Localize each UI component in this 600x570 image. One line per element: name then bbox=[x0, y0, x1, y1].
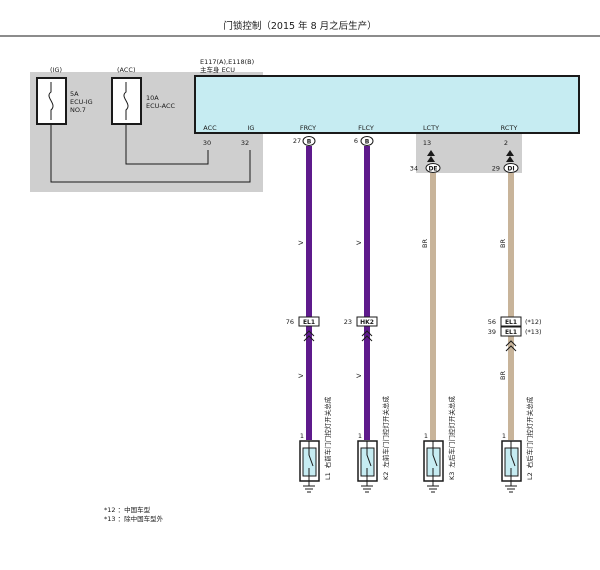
fuse-ig-rating: 5A bbox=[70, 90, 79, 98]
switch-k3-icon bbox=[432, 441, 438, 481]
ecu-name-line1: E117(A),E118(B) bbox=[200, 58, 254, 66]
wire-flcy-color-lower: V bbox=[355, 373, 363, 378]
fuse-acc-icon bbox=[123, 82, 129, 120]
splice-di-num: 29 bbox=[492, 165, 500, 173]
wire-acc-feed bbox=[125, 124, 209, 165]
ground-k2-icon bbox=[361, 481, 373, 493]
main-body-ecu bbox=[194, 75, 580, 134]
fuse-acc-rating: 10A bbox=[146, 94, 159, 102]
switch-k2-name: 左前车门门控灯开关总成 bbox=[381, 396, 390, 468]
lcty-arrow-icon bbox=[427, 150, 435, 162]
ecu-pin-rcty-label: RCTY bbox=[501, 124, 518, 132]
ground-k3-icon bbox=[427, 481, 439, 493]
switch-l1-label: L1 右前车门门控灯开关总成 bbox=[323, 396, 332, 480]
wire-rcty-color-lower: BR bbox=[499, 371, 507, 380]
ecu-pin-flcy-label: FLCY bbox=[358, 124, 374, 132]
inline-connector-el1-rcty-a bbox=[500, 316, 522, 327]
door-switch-l1: 1 L1 右前车门门控灯开关总成 bbox=[299, 396, 332, 493]
ground-l2-icon bbox=[505, 481, 517, 493]
switch-k3-name: 左后车门门控灯开关总成 bbox=[447, 396, 456, 468]
wire-frcy-color-lower: V bbox=[297, 373, 305, 378]
ecu-pin-acc-num: 30 bbox=[203, 139, 211, 147]
ecu-connector-b-flcy bbox=[360, 136, 374, 146]
wire-frcy-color-upper: V bbox=[297, 240, 305, 245]
inline-connector-el1-rcty-b-code: EL1 bbox=[505, 329, 517, 336]
wire-rcty-color-upper: BR bbox=[499, 239, 507, 248]
inline-connector-el1-rcty-a-code: EL1 bbox=[505, 319, 517, 326]
inline-chevron-rcty-icon bbox=[505, 340, 517, 352]
switch-k2-pin: 1 bbox=[358, 432, 362, 440]
fuse-ig-tag: (IG) bbox=[50, 66, 62, 74]
switch-l2-icon bbox=[510, 441, 516, 481]
ecu-connector-b-frcy-code: B bbox=[307, 139, 312, 146]
ecu-pin-flcy-num: 6 bbox=[354, 137, 358, 145]
inline-chevron-frcy-icon bbox=[303, 330, 315, 342]
inline-connector-el1-rcty-b-alt: (*13) bbox=[525, 328, 542, 336]
switch-k3-id: K3 bbox=[448, 472, 456, 480]
door-switch-k2: 1 K2 左前车门门控灯开关总成 bbox=[357, 396, 390, 493]
note-12: *12 ：中国车型 bbox=[104, 505, 151, 514]
switch-l1-id: L1 bbox=[324, 472, 332, 480]
switch-l1-pin: 1 bbox=[300, 432, 304, 440]
ecu-pin-rcty-num: 2 bbox=[504, 139, 508, 147]
ecu-pin-frcy-num: 27 bbox=[293, 137, 301, 145]
fuse-acc-name: ECU-ACC bbox=[146, 102, 175, 110]
fuse-ig-name: ECU-IG bbox=[70, 98, 93, 106]
ecu-name-line2: 主车身 ECU bbox=[200, 65, 235, 74]
splice-di bbox=[503, 163, 519, 173]
switch-k3-pin: 1 bbox=[424, 432, 428, 440]
switch-l2-label: L2 右后车门门控灯开关总成 bbox=[525, 396, 534, 480]
inline-connector-el1-frcy-num: 76 bbox=[286, 318, 294, 326]
diagram-title: 门锁控制（2015 年 8 月之后生产） bbox=[223, 20, 376, 32]
door-switch-k3: 1 K3 左后车门门控灯开关总成 bbox=[423, 396, 456, 493]
switch-k2-icon bbox=[366, 441, 372, 481]
splice-di-code: DI bbox=[507, 166, 514, 173]
fuse-ig-icon bbox=[48, 82, 54, 120]
ecu-pin-lcty-num: 13 bbox=[423, 139, 431, 147]
rcty-arrow-icon bbox=[506, 150, 514, 162]
inline-connector-el1-frcy bbox=[298, 316, 320, 327]
wire-ig-feed bbox=[50, 124, 251, 183]
fuse-acc-tag: (ACC) bbox=[117, 66, 135, 74]
inline-connector-hk2 bbox=[356, 316, 378, 327]
note-13: *13 ：除中国车型外 bbox=[104, 514, 164, 523]
ground-l1-icon bbox=[303, 481, 315, 493]
wire-lcty-color: BR bbox=[421, 239, 429, 248]
inline-connector-hk2-num: 23 bbox=[344, 318, 352, 326]
wire-flcy-color-upper: V bbox=[355, 240, 363, 245]
ecu-pin-ig-label: IG bbox=[248, 124, 255, 132]
ecu-pin-ig-num: 32 bbox=[241, 139, 249, 147]
ecu-pin-lcty-label: LCTY bbox=[423, 124, 439, 132]
ecu-pin-acc-label: ACC bbox=[203, 124, 217, 132]
switch-l1-name: 右前车门门控灯开关总成 bbox=[323, 396, 332, 468]
fuse-ig-extra: NO.7 bbox=[70, 106, 86, 114]
switch-l1-icon bbox=[308, 441, 314, 481]
switch-l2-id: L2 bbox=[526, 472, 534, 480]
inline-connector-hk2-code: HK2 bbox=[360, 319, 374, 326]
inline-connector-el1-frcy-code: EL1 bbox=[303, 319, 315, 326]
ecu-pin-frcy-label: FRCY bbox=[300, 124, 316, 132]
switch-k2-label: K2 左前车门门控灯开关总成 bbox=[381, 396, 390, 480]
splice-de-code: DE bbox=[428, 166, 437, 173]
inline-chevron-flcy-icon bbox=[361, 330, 373, 342]
switch-l2-name: 右后车门门控灯开关总成 bbox=[525, 396, 534, 468]
ecu-connector-b-frcy bbox=[302, 136, 316, 146]
inline-connector-el1-rcty-b bbox=[500, 326, 522, 337]
switch-l2-pin: 1 bbox=[502, 432, 506, 440]
splice-de-num: 34 bbox=[410, 165, 418, 173]
switch-k2-id: K2 bbox=[382, 472, 390, 480]
splice-de bbox=[425, 163, 441, 173]
door-switch-l2: 1 L2 右后车门门控灯开关总成 bbox=[501, 396, 534, 493]
inline-connector-el1-rcty-b-num: 39 bbox=[488, 328, 496, 336]
inline-connector-el1-rcty-a-num: 56 bbox=[488, 318, 496, 326]
switch-k3-label: K3 左后车门门控灯开关总成 bbox=[447, 396, 456, 480]
ecu-connector-b-flcy-code: B bbox=[365, 139, 370, 146]
inline-connector-el1-rcty-a-alt: (*12) bbox=[525, 318, 542, 326]
